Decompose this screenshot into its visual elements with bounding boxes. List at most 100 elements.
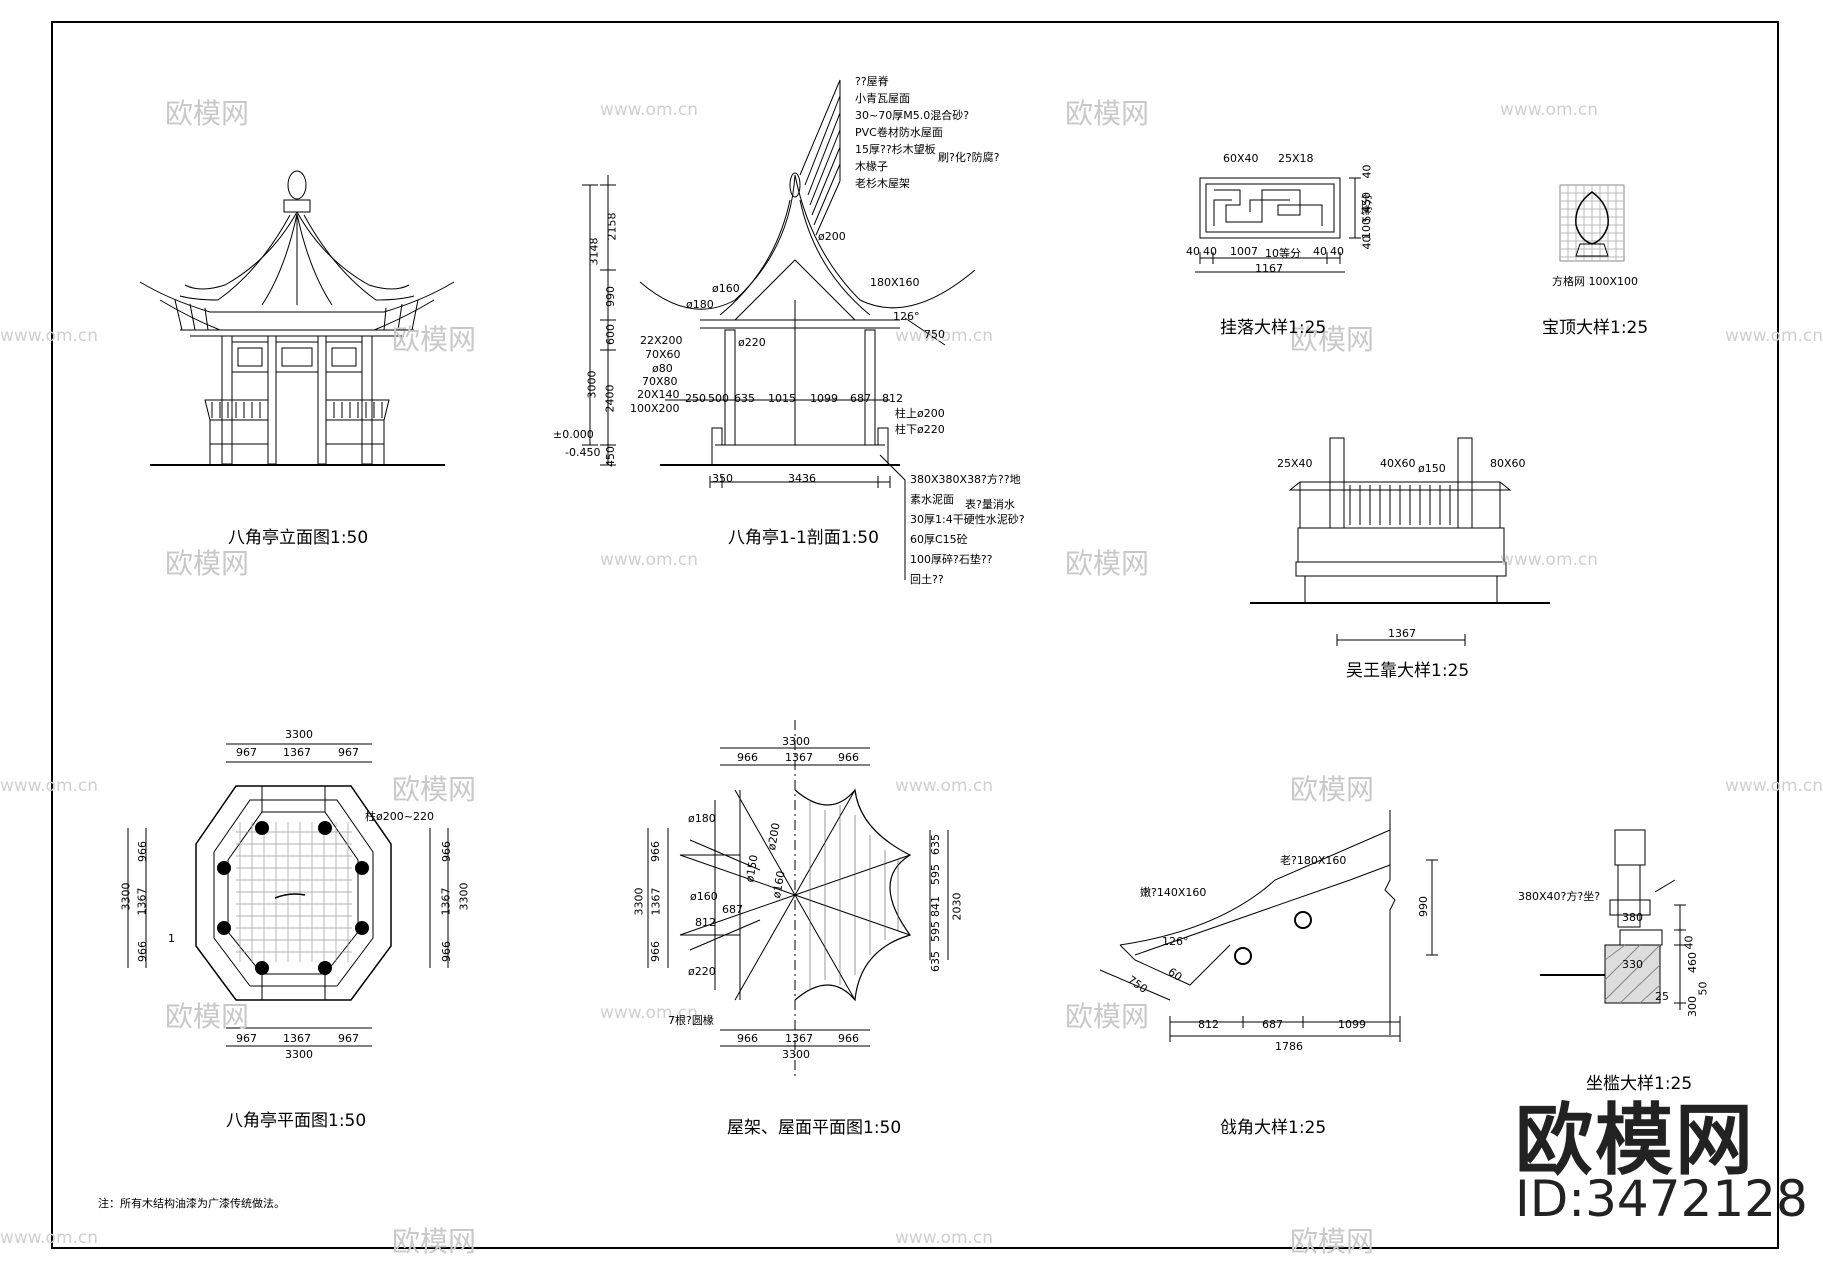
- roof-plan-dim: 1367: [649, 887, 663, 916]
- plan-dim: 3300: [285, 728, 313, 741]
- roof-plan-dim: 966: [649, 841, 662, 862]
- watermark-url: www.om.cn: [600, 100, 699, 120]
- wuwangkao-dim: 80X60: [1490, 457, 1526, 470]
- roof-plan-tag: ø160: [690, 890, 718, 903]
- watermark-logo: 欧模网: [392, 773, 477, 806]
- hanging-dim: 5等分: [1360, 193, 1374, 223]
- watermark-url: www.om.cn: [895, 1228, 994, 1248]
- plan-dim: 1367: [283, 746, 311, 759]
- roof-layer: 老杉木屋架: [855, 177, 910, 190]
- roof-layer: ??屋脊: [855, 75, 889, 88]
- member-label: ø80: [652, 362, 673, 375]
- hanging-dim: 40: [1203, 245, 1217, 258]
- hanging-dim: 1007: [1230, 245, 1258, 258]
- title-section: 八角亭1-1剖面1:50: [728, 528, 879, 548]
- span-label: 1015: [768, 392, 796, 405]
- plan-dim: 967: [338, 746, 359, 759]
- plan-dim: 967: [236, 1032, 257, 1045]
- roof-plan-dim: 595: [929, 921, 942, 942]
- title-elevation: 八角亭立面图1:50: [228, 528, 369, 548]
- roof-plan-dim: 3300: [782, 735, 810, 748]
- corner-dim: 1099: [1338, 1018, 1366, 1031]
- seat-dim: 50: [1696, 981, 1710, 996]
- watermark-logo: 欧模网: [1290, 773, 1375, 806]
- floor-layer: 60厚C15砼: [910, 533, 968, 546]
- span-label: 1099: [810, 392, 838, 405]
- watermark-url: www.om.cn: [0, 776, 99, 796]
- watermark-logo: 欧模网: [1290, 1225, 1375, 1258]
- finial-detail-drawing: [1559, 184, 1625, 262]
- title-hanging: 挂落大样1:25: [1220, 318, 1327, 338]
- dim-label: 450: [604, 446, 617, 467]
- plan-dim: 3300: [457, 882, 471, 911]
- roof-layer-extra: 刷?化?防腐?: [938, 151, 1000, 164]
- level-label: -0.450: [565, 446, 601, 459]
- watermark-logo: 欧模网: [165, 547, 250, 580]
- brand-logo: 欧模网: [1515, 1096, 1756, 1186]
- hanging-dim: 10等分: [1265, 247, 1301, 260]
- level-label: ±0.000: [553, 428, 594, 441]
- section-mark: 1: [168, 932, 175, 945]
- plan-dim: 966: [440, 941, 453, 962]
- plan-dim: 3300: [285, 1048, 313, 1061]
- plan-dim: 1367: [283, 1032, 311, 1045]
- dim-label: 3148: [587, 237, 601, 266]
- corner-dim: 1786: [1275, 1040, 1303, 1053]
- watermark-url: www.om.cn: [1500, 100, 1599, 120]
- watermark-logo: 欧模网: [165, 1000, 250, 1033]
- section-tag: ø160: [712, 282, 740, 295]
- watermark-logo: 欧模网: [1065, 547, 1150, 580]
- seat-dim: 330: [1622, 958, 1643, 971]
- member-label: 70X60: [645, 348, 681, 361]
- roof-plan-dim: 966: [838, 751, 859, 764]
- title-seat: 坐槛大样1:25: [1586, 1074, 1693, 1094]
- roof-plan-dim: 966: [649, 941, 662, 962]
- corner-dim: 990: [1417, 896, 1430, 917]
- corner-detail-drawing: [1099, 810, 1438, 1042]
- watermark-logo: 欧模网: [392, 323, 477, 356]
- hanging-dim: 40: [1360, 164, 1374, 179]
- hanging-dim: 40: [1186, 245, 1200, 258]
- wuwangkao-detail-drawing: [1250, 437, 1550, 646]
- plan-dim: 3300: [119, 882, 133, 911]
- roof-plan-dim: 3300: [632, 887, 646, 916]
- hanging-dim: 40: [1330, 245, 1344, 258]
- hanging-dim: 1167: [1255, 262, 1283, 275]
- section-tag: 180X160: [870, 276, 920, 289]
- span-label: 250: [685, 392, 706, 405]
- sheet-border: [51, 21, 1779, 1249]
- watermark-url: www.om.cn: [600, 550, 699, 570]
- plan-dim: 966: [136, 841, 149, 862]
- span-label: 687: [850, 392, 871, 405]
- base-label: 3436: [788, 472, 816, 485]
- hanging-dim: 40: [1313, 245, 1327, 258]
- floor-layer: 30厚1:4干硬性水泥砂?: [910, 513, 1025, 526]
- section-tag: 柱上ø200: [895, 407, 945, 420]
- member-label: 20X140: [637, 388, 680, 401]
- hanging-dim: 60X40: [1223, 152, 1259, 165]
- title-finial: 宝顶大样1:25: [1542, 318, 1649, 338]
- section-tag: ø200: [818, 230, 846, 243]
- member-label: 100X200: [630, 402, 680, 415]
- corner-dim: 687: [1262, 1018, 1283, 1031]
- dim-label: 2400: [603, 384, 617, 413]
- watermark-url: www.om.cn: [600, 1003, 699, 1023]
- title-wuwangkao: 吴王靠大样1:25: [1346, 661, 1470, 681]
- roof-plan-dim: 966: [737, 751, 758, 764]
- section-tag: 柱下ø220: [895, 423, 945, 436]
- plan-dim: 966: [136, 941, 149, 962]
- plan-dim: 966: [440, 841, 453, 862]
- dim-label: 2158: [605, 212, 619, 241]
- roof-plan-tag: 687: [722, 903, 743, 916]
- watermark-logo: 欧模网: [1065, 97, 1150, 130]
- dim-label: 600: [604, 324, 617, 345]
- watermark-url: www.om.cn: [1500, 550, 1599, 570]
- title-plan: 八角亭平面图1:50: [226, 1111, 367, 1131]
- corner-dim: 812: [1198, 1018, 1219, 1031]
- corner-dim: 嫩?140X160: [1140, 886, 1207, 899]
- title-corner: 戗角大样1:25: [1220, 1118, 1327, 1138]
- general-note: 注：所有木结构油漆为广漆传统做法。: [98, 1197, 285, 1210]
- finial-dim: 方格网 100X100: [1552, 275, 1639, 288]
- roof-plan-dim: 841: [929, 896, 942, 917]
